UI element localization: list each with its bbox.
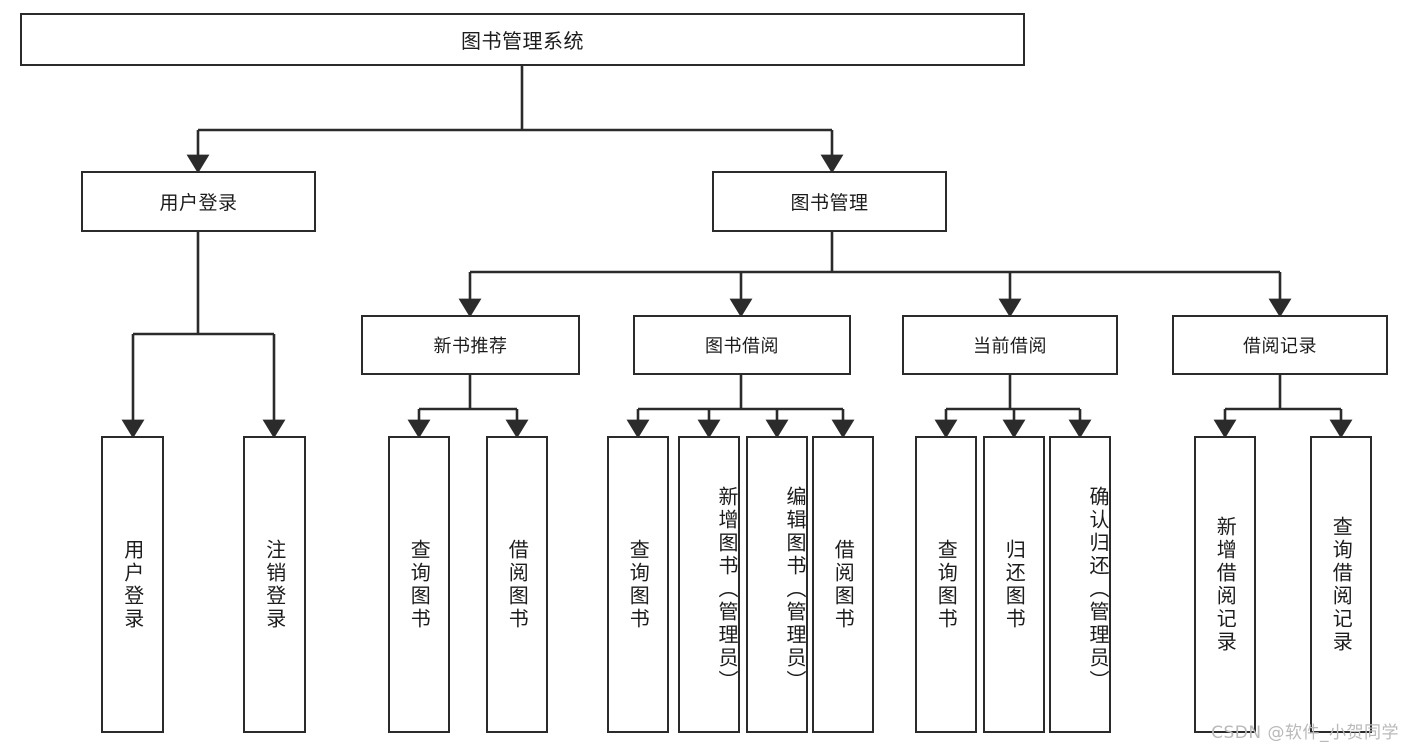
leaf-current-return-book[interactable]: 归还图书: [983, 436, 1045, 733]
node-root-book-management-system[interactable]: 图书管理系统: [20, 13, 1025, 66]
leaf-borrow-add-book-admin[interactable]: 新增图书（管理员）: [678, 436, 740, 733]
leaf-borrow-query-book[interactable]: 查询图书: [607, 436, 669, 733]
leaf-user-login-signin[interactable]: 用户登录: [101, 436, 164, 733]
leaf-borrow-borrow-book[interactable]: 借阅图书: [812, 436, 874, 733]
leaf-record-add-borrow-record[interactable]: 新增借阅记录: [1194, 436, 1256, 733]
leaf-current-confirm-return-admin[interactable]: 确认归还（管理员）: [1049, 436, 1111, 733]
node-user-login[interactable]: 用户登录: [81, 171, 316, 232]
node-current-borrow[interactable]: 当前借阅: [902, 315, 1118, 375]
leaf-new-book-query[interactable]: 查询图书: [388, 436, 450, 733]
leaf-current-query-book[interactable]: 查询图书: [915, 436, 977, 733]
node-borrow-record[interactable]: 借阅记录: [1172, 315, 1388, 375]
node-book-management[interactable]: 图书管理: [712, 171, 947, 232]
leaf-new-book-borrow[interactable]: 借阅图书: [486, 436, 548, 733]
node-new-book-recommend[interactable]: 新书推荐: [361, 315, 580, 375]
node-book-borrow[interactable]: 图书借阅: [633, 315, 851, 375]
leaf-record-query-borrow-record[interactable]: 查询借阅记录: [1310, 436, 1372, 733]
leaf-borrow-edit-book-admin[interactable]: 编辑图书（管理员）: [746, 436, 808, 733]
leaf-user-login-signout[interactable]: 注销登录: [243, 436, 306, 733]
